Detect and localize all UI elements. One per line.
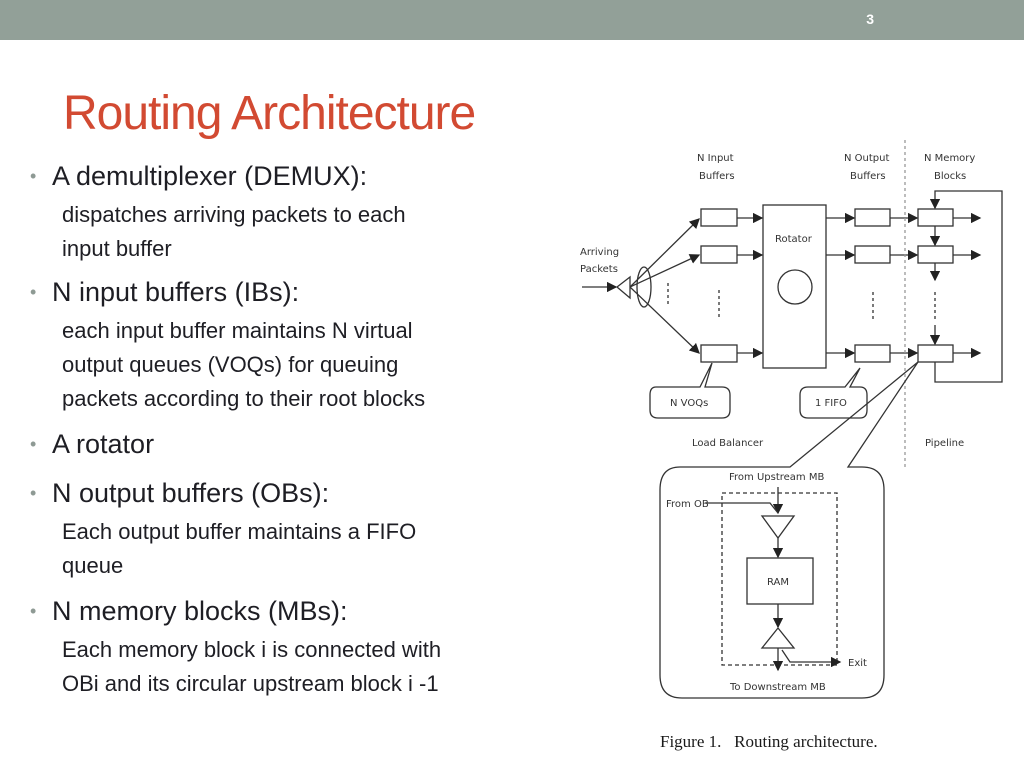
bullet-detail: Each memory block i is connected with OB… [62,637,442,696]
bullet-dot-icon: • [30,166,37,186]
bullet-rotator: •A rotator [30,429,155,459]
input-buffer-1 [700,208,738,227]
top-bar: 3 [0,0,1024,40]
label-to-downstream: To Downstream MB [729,682,826,693]
fifo-callout [799,367,868,419]
bullet-dot-icon: • [30,601,37,621]
mux-in-icon [760,515,796,540]
label-ram: RAM [767,577,789,588]
bullet-demux: •A demultiplexer (DEMUX): [30,161,368,191]
bullet-detail: each input buffer maintains N virtual ou… [62,318,426,411]
figure-caption: Figure 1. Routing architecture. [660,732,878,751]
routing-diagram: N Input Buffers N Output Buffers N Memor… [580,140,1003,699]
svg-text:Buffers: Buffers [699,171,735,182]
label-pipeline: Pipeline [925,438,964,449]
bullet-output-buffers: •N output buffers (OBs): [30,478,330,508]
rotation-icon [777,269,813,305]
label-from-ob: From OB [666,499,709,510]
demux-icon [615,275,631,300]
label-exit: Exit [848,658,867,669]
slide-number: 3 [866,11,874,27]
rotator-box [762,204,827,369]
slide-title: Routing Architecture [63,87,476,140]
output-buffer-2 [854,245,891,264]
bullet-input-buffers: •N input buffers (IBs): [30,277,300,307]
bullet-memory-blocks: •N memory blocks (MBs): [30,596,348,626]
label-voqs: N VOQs [670,398,708,409]
label-from-upstream: From Upstream MB [729,472,824,483]
memory-block-detail-callout [659,361,919,699]
label-input-buffers: N Input [697,153,734,164]
label-load-balancer: Load Balancer [692,438,764,449]
output-buffer-n [854,344,891,363]
memory-block-2 [917,245,954,264]
bullet-detail: Each output buffer maintains a FIFO queu… [62,519,417,578]
bullet-list: •A demultiplexer (DEMUX): dispatches arr… [28,160,568,701]
memory-block-n [917,344,954,363]
svg-text:Packets: Packets [580,264,618,275]
label-rotator: Rotator [775,234,813,245]
label-memory-blocks: N Memory [924,153,975,164]
bullet-dot-icon: • [30,434,37,454]
svg-text:Blocks: Blocks [934,171,966,182]
label-fifo: 1 FIFO [815,398,847,409]
input-buffer-2 [700,245,738,264]
bullet-dot-icon: • [30,483,37,503]
label-output-buffers: N Output [844,153,889,164]
input-buffer-n [700,344,738,363]
label-arriving-packets: Arriving [580,247,619,258]
bullet-detail: dispatches arriving packets to each inpu… [62,202,406,261]
output-buffer-1 [854,208,891,227]
memory-block-1 [917,208,954,227]
mux-out-icon [760,626,796,649]
voqs-callout [649,362,731,419]
bullet-dot-icon: • [30,282,37,302]
svg-text:Buffers: Buffers [850,171,886,182]
